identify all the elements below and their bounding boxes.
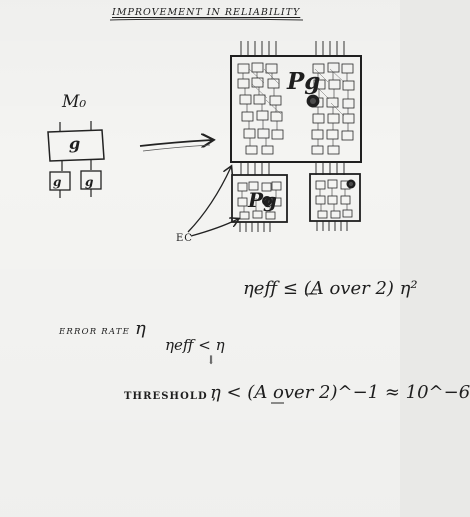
small-gate-symbol-right: g [85, 175, 94, 189]
encoded-gate-label-lower: Pg [248, 188, 278, 212]
single-gate-label: M₀ [62, 92, 87, 112]
encoded-gate-label-top: Pg [287, 68, 321, 95]
encoded-gate-top-subgates [237, 62, 355, 155]
fault-marker-lower-right-inner [348, 181, 354, 187]
encoded-gate-lower-right-wiring [319, 188, 348, 211]
m0-output-wires [61, 159, 92, 171]
m0-input-wires [59, 121, 92, 132]
error-rate-label: ERROR RATE [59, 327, 131, 337]
improvement-condition: ηeff < η [165, 336, 225, 354]
encoded-gate-lower-left-frame [231, 174, 288, 223]
encoded-gate-top-frame [230, 55, 362, 163]
single-gate-symbol: g [69, 134, 81, 153]
error-correction-label: EC [176, 233, 193, 244]
error-rate-symbol: η [135, 318, 146, 339]
encoded-gate-top-wiring [242, 72, 349, 146]
m0-gate-box [47, 129, 105, 162]
mapping-arrow-shadow [142, 144, 211, 152]
encoded-gate-top-output-leads [240, 162, 345, 175]
threshold-label: THRESHOLD , [124, 391, 217, 402]
encoded-gate-top-input-leads [240, 41, 345, 56]
encoded-gate-lower-right-subgates [315, 179, 353, 219]
implication-arrow: ⇓ [207, 353, 215, 367]
small-gate-symbol-left: g [53, 175, 62, 189]
fault-marker-top-inner [310, 98, 316, 104]
small-gate-box-leads [59, 189, 92, 198]
handwritten-sketch-layer [47, 18, 362, 404]
effective-error-formula: ηeff ≤ (A over 2) η² [243, 278, 418, 299]
encoded-gate-lower-left-wiring [241, 190, 277, 212]
encoded-gate-lower-left-leads [239, 222, 271, 232]
threshold-formula: η < (A over 2)^−1 ≈ 10^−6 [210, 382, 470, 403]
fault-marker-lower-left-inner [264, 198, 270, 204]
ec-arrow-to-lower-left [190, 219, 238, 237]
page-title: IMPROVEMENT IN RELIABILITY [112, 7, 301, 18]
mapping-arrow [139, 140, 212, 146]
encoded-gate-top-diagonals [248, 68, 345, 117]
ec-arrow-to-top [187, 167, 231, 233]
encoded-gate-lower-right-leads [316, 221, 348, 231]
encoded-gate-lower-left-subgates [237, 181, 282, 220]
title-underline [109, 18, 304, 21]
